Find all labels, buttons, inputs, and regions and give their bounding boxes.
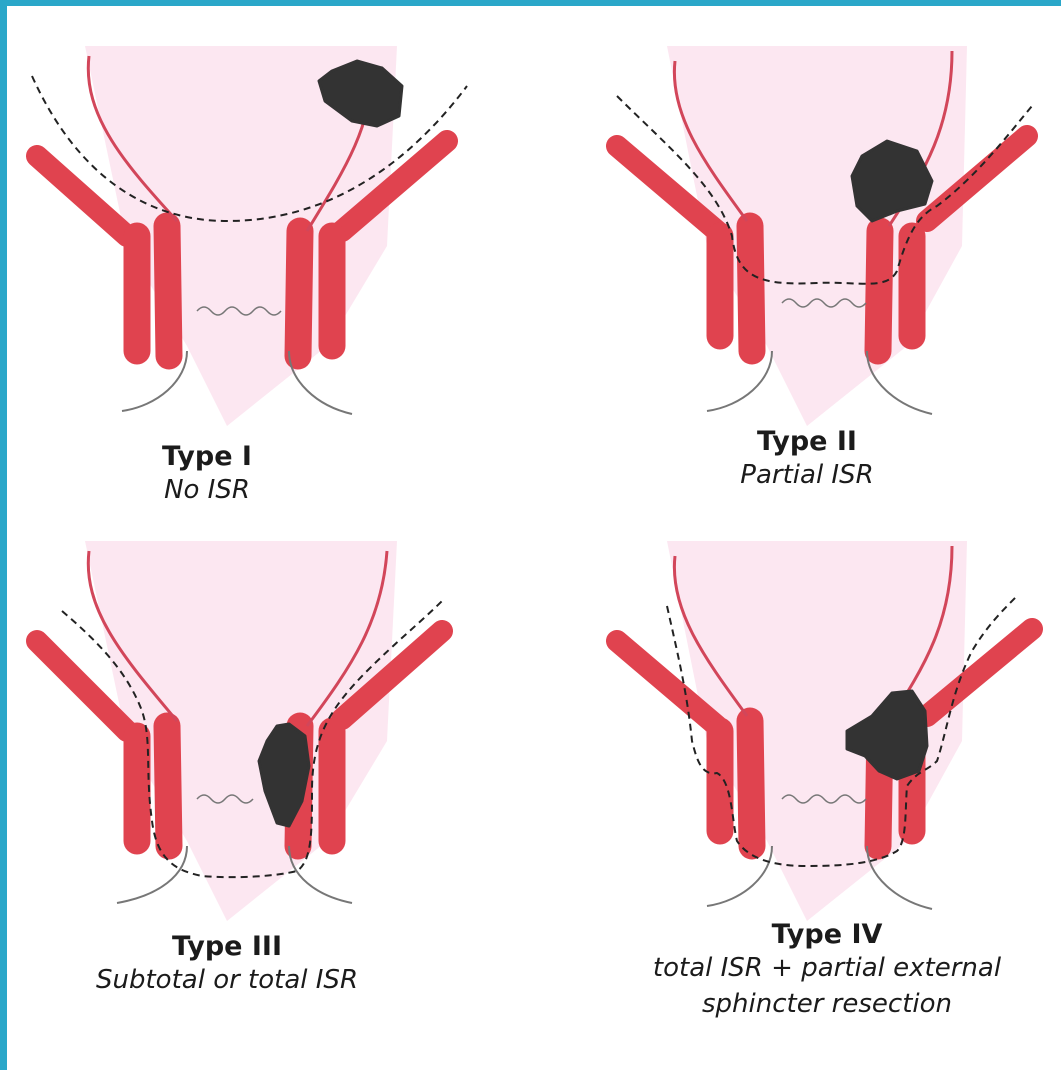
panel-title: Type I bbox=[27, 441, 387, 472]
anatomy-diagram-type-3 bbox=[27, 541, 487, 921]
anal-skin-left bbox=[707, 846, 772, 906]
internal-sphincter-right bbox=[298, 231, 300, 356]
panel-title: Type II bbox=[627, 426, 987, 457]
internal-sphincter-left bbox=[750, 721, 752, 846]
anal-skin-left bbox=[707, 351, 772, 411]
panel-type-1: Type I No ISR bbox=[27, 46, 487, 516]
anatomy-diagram-type-2 bbox=[607, 46, 1057, 426]
panel-title: Type IV bbox=[607, 919, 1047, 950]
panel-type-3: Type III Subtotal or total ISR bbox=[27, 541, 487, 1031]
panel-subtitle-line-1: Partial ISR bbox=[627, 457, 987, 493]
internal-sphincter-left bbox=[167, 226, 169, 356]
caption-type-3: Type III Subtotal or total ISR bbox=[47, 931, 407, 998]
panel-type-4: Type IV total ISR + partial external sph… bbox=[607, 541, 1057, 1051]
caption-type-4: Type IV total ISR + partial external sph… bbox=[607, 919, 1047, 1022]
internal-sphincter-left bbox=[750, 226, 752, 351]
internal-sphincter-left bbox=[167, 726, 169, 846]
internal-sphincter-right bbox=[878, 231, 880, 351]
panel-subtitle-line-1: total ISR + partial external bbox=[607, 950, 1047, 986]
panel-title: Type III bbox=[47, 931, 407, 962]
panel-type-2: Type II Partial ISR bbox=[607, 46, 1057, 516]
panel-subtitle-line-1: Subtotal or total ISR bbox=[47, 962, 407, 998]
panel-subtitle-line-1: No ISR bbox=[27, 472, 387, 508]
anatomy-diagram-type-1 bbox=[27, 46, 487, 426]
anatomy-diagram-type-4 bbox=[607, 541, 1057, 921]
caption-type-1: Type I No ISR bbox=[27, 441, 387, 508]
panel-subtitle-line-2: sphincter resection bbox=[607, 986, 1047, 1022]
caption-type-2: Type II Partial ISR bbox=[627, 426, 987, 493]
figure-frame: Type I No ISR Type II Partial ISR bbox=[7, 6, 1061, 1070]
